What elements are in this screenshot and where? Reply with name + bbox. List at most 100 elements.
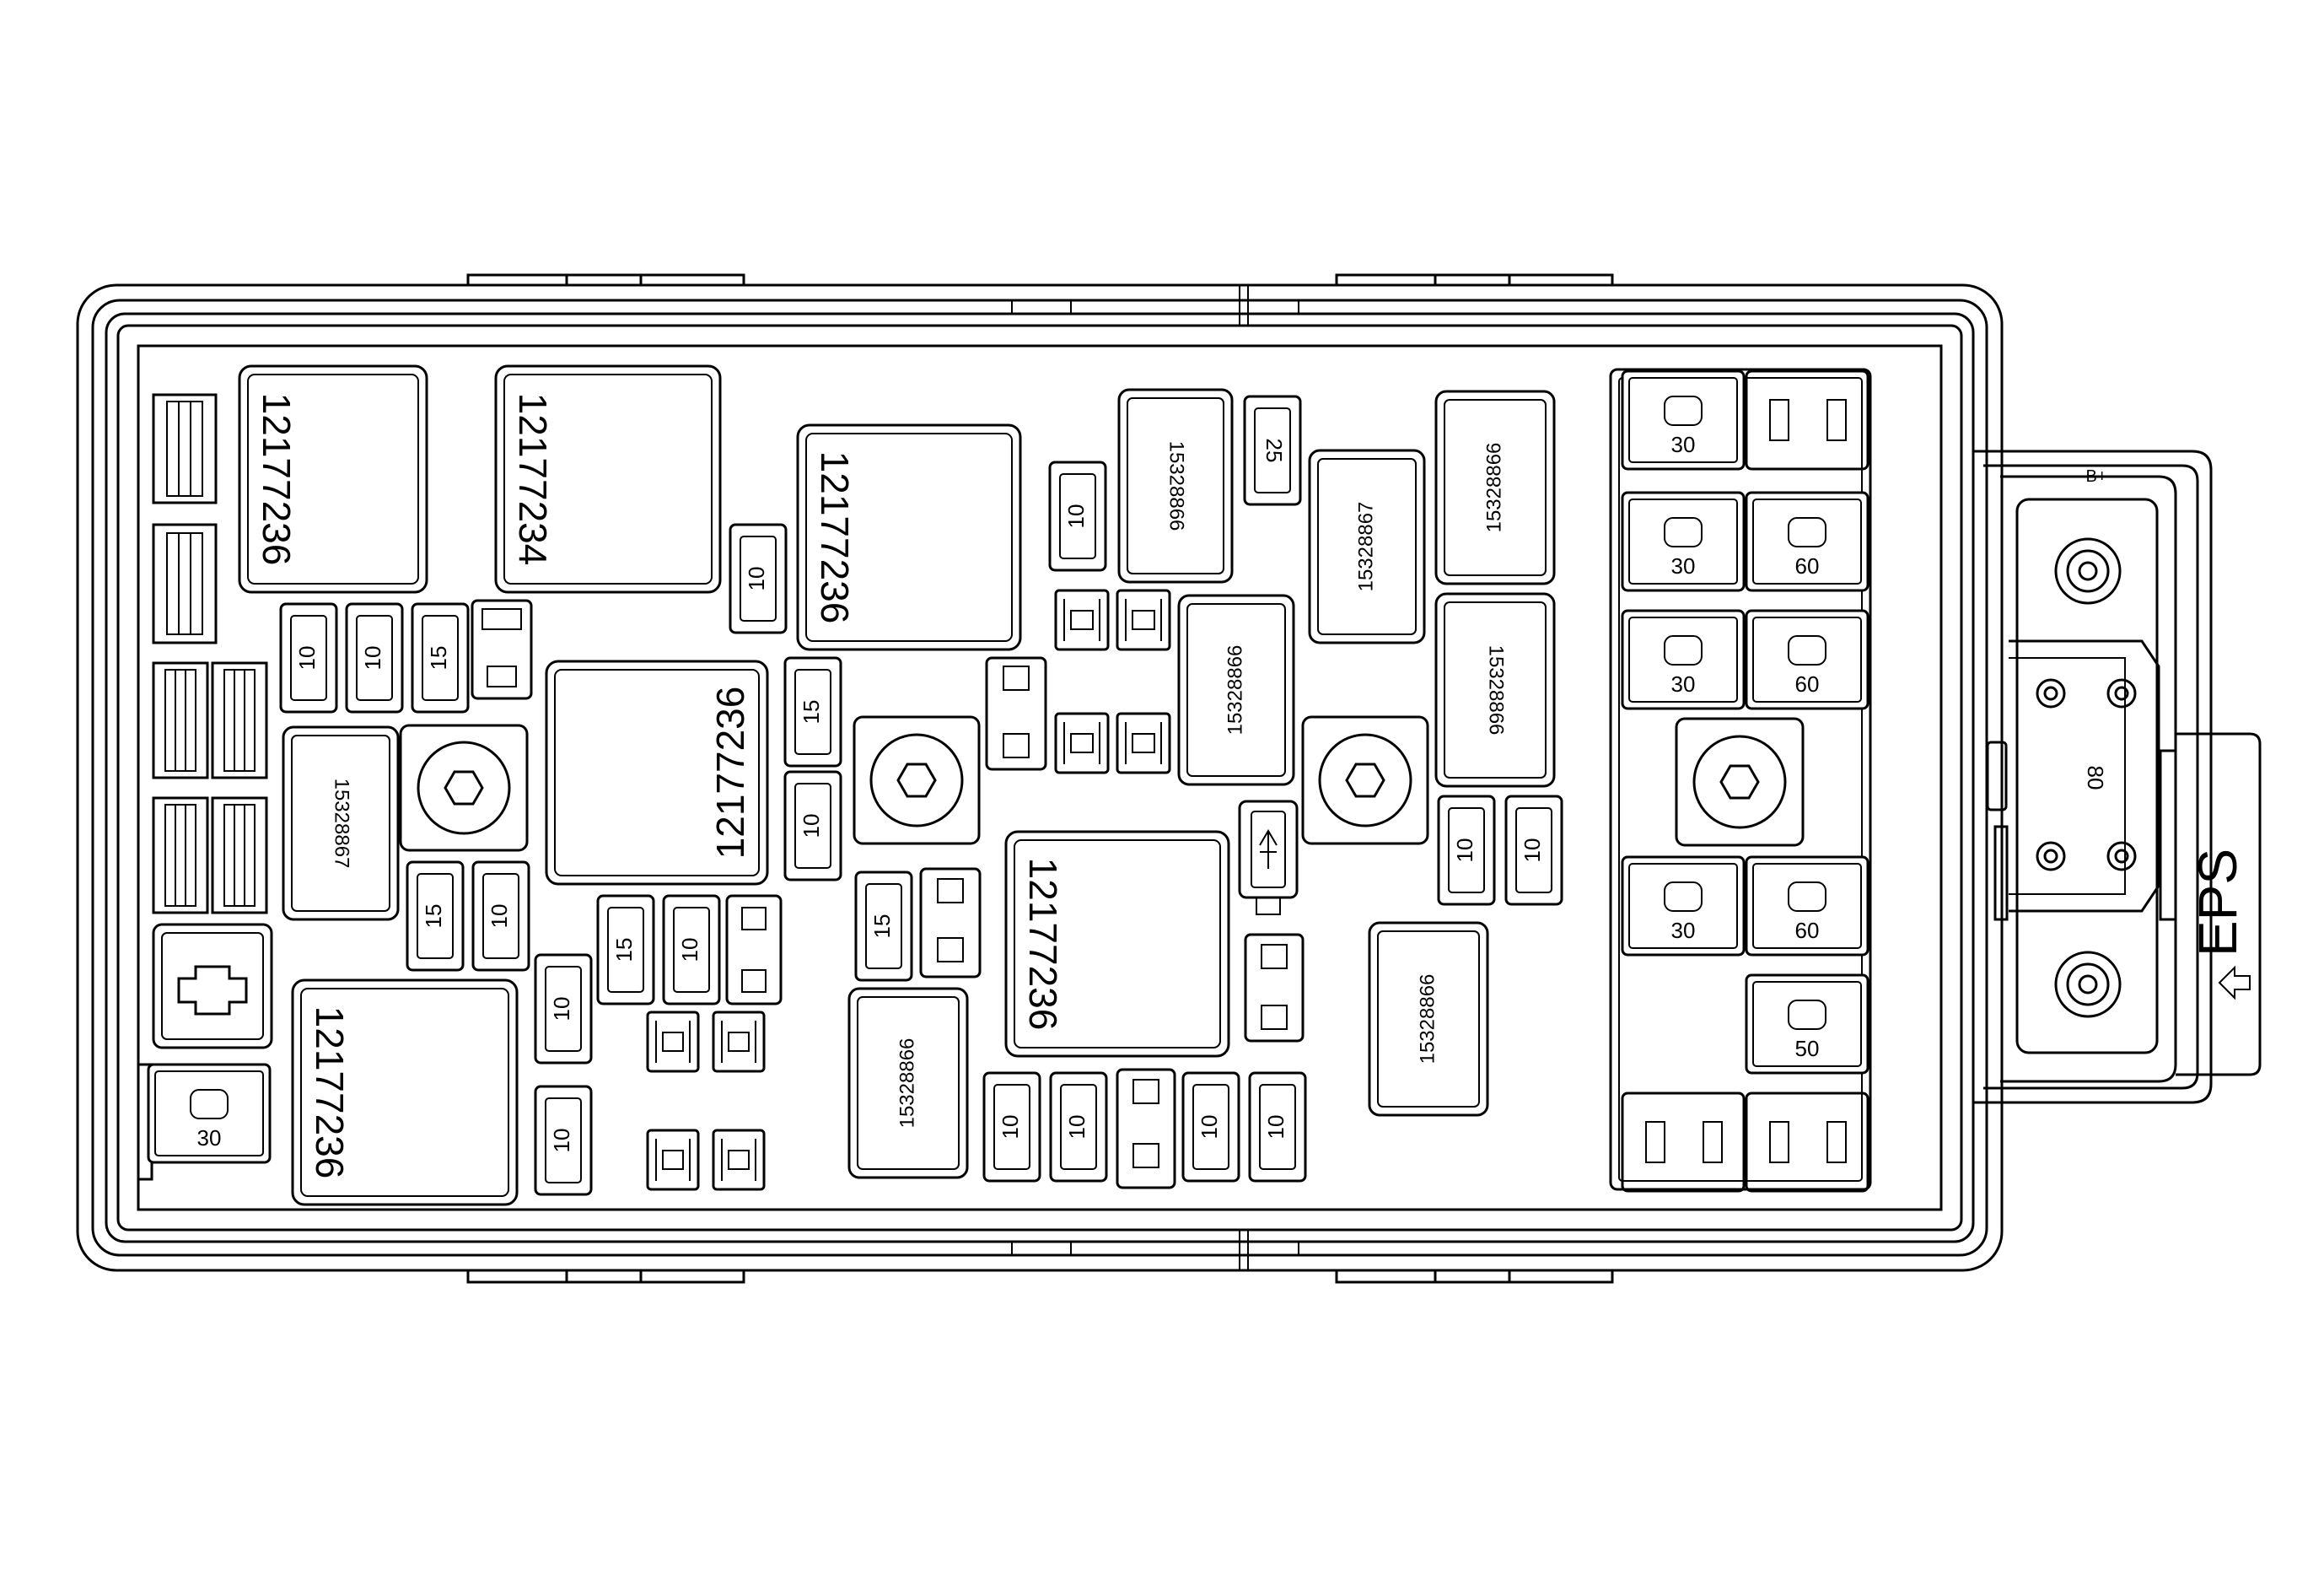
mini-fuse: 10	[1181, 1071, 1240, 1183]
mounting-bolt	[1301, 715, 1429, 845]
jcase-fuse: 30	[1621, 369, 1746, 471]
mini-fuse: 10	[1248, 1071, 1307, 1183]
fuse-rating: 10	[998, 1115, 1023, 1140]
fuse-rating: 15	[611, 938, 637, 962]
relay-large: 12177236	[545, 660, 769, 886]
side-connector	[152, 393, 273, 1049]
relay-small: 15328866	[1434, 592, 1556, 788]
mini-fuse: 15	[854, 871, 913, 982]
relay-part-number: 15328866	[896, 1038, 918, 1129]
mini-fuse: 10	[279, 602, 338, 714]
mini-fuse: 25	[1243, 395, 1302, 506]
relay-large: 12177236	[238, 364, 428, 594]
relay-part-number: 12177236	[308, 1006, 352, 1179]
fuse-rating: 30	[1671, 918, 1696, 943]
jcase-fuse: 30	[1621, 609, 1746, 710]
fuse-rating: 10	[1064, 1115, 1089, 1140]
relay-part-number: 15328866	[1165, 441, 1188, 531]
fuse-rating: 10	[799, 814, 824, 838]
relay-part-number: 12177236	[1021, 858, 1065, 1031]
jcase-fuse: 30	[1621, 855, 1746, 957]
relay-small: 15328866	[1177, 594, 1295, 786]
relay-part-number: 12177234	[511, 393, 555, 566]
jcase-fuse: 60	[1745, 609, 1869, 710]
fuse-rating: 10	[1263, 1115, 1288, 1140]
diode-cartridge	[1238, 800, 1299, 915]
relay-small: 15328866	[1117, 388, 1234, 584]
fuse-rating: 10	[1520, 838, 1545, 863]
fuse-rating: 10	[1452, 838, 1477, 863]
relay-part-number: 15328866	[1416, 974, 1439, 1065]
mounting-bolt	[1675, 717, 1805, 847]
mini-fuse: 15	[783, 656, 842, 768]
fuse-rating: 10	[1063, 504, 1089, 529]
fuse-rating: 30	[1671, 671, 1696, 697]
fuse-rating: 10	[744, 567, 769, 591]
relay-large: 12177236	[796, 423, 1022, 651]
fuse-rating: 30	[1671, 553, 1696, 579]
relay-part-number: 12177236	[708, 687, 752, 860]
diode	[471, 599, 1305, 1189]
mini-fuse: 10	[471, 860, 530, 972]
mounting-bolt	[853, 715, 981, 845]
fuse-rating: 10	[360, 646, 385, 671]
relay-part-number: 15328867	[331, 779, 353, 869]
fuse-rating: 10	[677, 938, 702, 962]
fuse-rating: 30	[1671, 432, 1696, 457]
mini-fuse: 10	[1504, 795, 1563, 906]
fuse-rating: 30	[197, 1125, 222, 1151]
fuse-rating: 10	[294, 646, 320, 671]
relay-small: 15328867	[1308, 449, 1426, 644]
mini-fuse: 10	[783, 770, 842, 881]
eps-label: EPS	[2187, 849, 2248, 957]
mini-fuse: 10	[534, 953, 593, 1065]
relay-small: 15328867	[282, 725, 400, 921]
relay-large: 12177234	[494, 364, 722, 594]
jcase-slot-empty	[1621, 369, 1869, 1193]
housing	[76, 273, 2004, 1284]
mini-fuse: 15	[411, 602, 470, 714]
relay-large: 12177236	[1004, 830, 1230, 1058]
fuse-rating: 60	[1795, 671, 1820, 697]
relay-part-number: 15328866	[1224, 645, 1246, 736]
relay-small: 15328866	[1434, 390, 1556, 585]
fuse-rating: 10	[1197, 1115, 1222, 1140]
arrow-icon	[2218, 965, 2251, 1000]
jcase-fuse: 30	[147, 1063, 272, 1164]
fuse-rating: 15	[869, 914, 895, 939]
mini-fuse: 10	[1048, 461, 1107, 572]
mini-fuse: 15	[406, 860, 465, 972]
jcase-fuse: 60	[1745, 855, 1869, 957]
jcase-fuse: 30	[1621, 491, 1746, 592]
relay-part-number: 15328866	[1485, 645, 1508, 736]
mini-fuse: 10	[534, 1085, 593, 1196]
relay-part-number: 12177236	[255, 393, 299, 566]
jcase-fuse: 50	[1745, 973, 1869, 1075]
fuse-rating: 10	[487, 904, 512, 929]
fuse-rating: 60	[1795, 918, 1820, 943]
mega-fuse-rating: 80	[2083, 766, 2108, 790]
fuse-rating: 15	[421, 904, 446, 929]
relay-small: 15328866	[1368, 921, 1489, 1117]
mini-connector	[646, 589, 1171, 1191]
mounting-bolt	[399, 724, 529, 852]
relay-part-number: 15328866	[1482, 443, 1505, 533]
relay-large: 12177236	[291, 978, 519, 1206]
fuse-rating: 25	[1262, 439, 1287, 463]
fuse-rating: 10	[549, 1129, 574, 1153]
terminal-housing	[1973, 450, 2262, 1104]
relay-part-number: 12177236	[813, 451, 857, 624]
mini-fuse: 10	[982, 1071, 1041, 1183]
mini-fuse: 10	[1437, 795, 1496, 906]
relay-part-number: 15328867	[1354, 502, 1377, 592]
mini-fuse: 10	[345, 602, 404, 714]
mini-fuse: 10	[662, 894, 721, 1005]
fuse-rating: 10	[549, 997, 574, 1021]
relay-small: 15328866	[847, 987, 969, 1179]
terminal-label: B+	[2085, 467, 2106, 486]
fuse-rating: 15	[426, 646, 451, 671]
jcase-fuse: 60	[1745, 491, 1869, 592]
mini-fuse: 10	[729, 523, 788, 634]
mini-fuse: 10	[1049, 1071, 1108, 1183]
